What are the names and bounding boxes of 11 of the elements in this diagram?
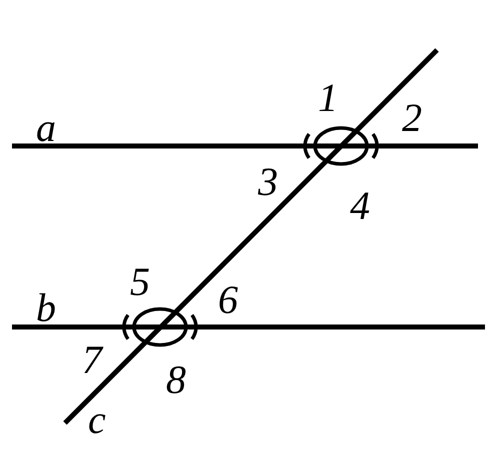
math-label: 8	[166, 360, 186, 400]
math-label: c	[88, 400, 106, 440]
math-label: 1	[318, 78, 338, 118]
math-label: 7	[82, 340, 102, 380]
math-label: a	[36, 108, 56, 148]
math-label: b	[36, 288, 56, 328]
math-label: 2	[402, 98, 422, 138]
math-label: 3	[258, 162, 278, 202]
math-label: 5	[130, 262, 150, 302]
math-label: 4	[350, 186, 370, 226]
math-label: 6	[218, 280, 238, 320]
